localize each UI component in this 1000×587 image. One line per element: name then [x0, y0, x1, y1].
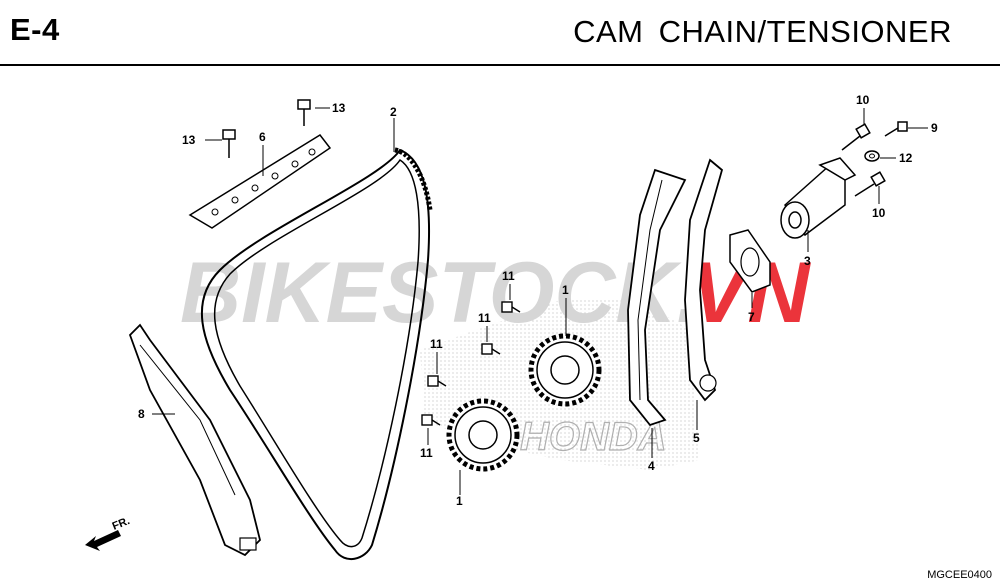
part-bolt-10a[interactable]	[841, 123, 871, 151]
part-bolt-11d[interactable]	[421, 414, 441, 426]
part-sprocket-lower[interactable]	[446, 398, 520, 472]
watermark-main: BIKESTOCK.	[180, 245, 700, 341]
callout-7: 7	[748, 310, 755, 324]
front-arrow-icon	[85, 530, 121, 551]
part-bolt-13b[interactable]	[297, 99, 311, 126]
diagram-section-code: E-4	[10, 12, 60, 47]
part-upper-guide-plate[interactable]	[188, 134, 332, 229]
callout-11a: 11	[502, 269, 515, 283]
diagram-reference-code: MGCEE0400	[927, 569, 992, 581]
part-tensioner-arm[interactable]	[128, 323, 261, 557]
part-bolt-11c[interactable]	[427, 375, 447, 387]
callout-13b: 13	[332, 101, 346, 115]
header-divider	[0, 64, 1000, 66]
leader-lines	[152, 107, 928, 495]
callout-10b: 10	[872, 206, 886, 220]
watermark-brand-ghost: HONDA	[520, 415, 667, 459]
callout-1b: 1	[456, 494, 463, 508]
part-chain-guide[interactable]	[627, 168, 687, 427]
part-bolt-11a[interactable]	[501, 301, 521, 313]
callout-11c: 11	[430, 337, 443, 351]
callout-9: 9	[931, 121, 938, 135]
part-bolt-10b[interactable]	[854, 171, 886, 197]
diagram-title: CAM CHAIN/TENSIONER	[573, 14, 952, 49]
part-sprocket-upper[interactable]	[528, 333, 602, 407]
part-washer[interactable]	[864, 150, 880, 162]
watermark: BIKESTOCK. VN HONDA	[180, 245, 811, 460]
callout-6: 6	[259, 130, 266, 144]
part-tensioner-lifter[interactable]	[780, 157, 857, 239]
callout-10a: 10	[856, 93, 870, 107]
part-bolt-13a[interactable]	[222, 129, 236, 158]
part-cam-chain[interactable]	[200, 147, 433, 560]
part-guide-5[interactable]	[684, 158, 724, 402]
callout-2: 2	[390, 105, 397, 119]
callout-11d: 11	[420, 446, 433, 460]
part-bolt-11b[interactable]	[481, 343, 501, 355]
front-label: FR.	[111, 515, 132, 533]
callout-11b: 11	[478, 311, 491, 325]
part-gasket[interactable]	[729, 229, 771, 293]
callouts: 13 13 6 2 8 11 11 11 11 1 1 4 5 7 3 10 1…	[138, 93, 938, 508]
callout-12: 12	[899, 151, 913, 165]
callout-4: 4	[648, 459, 655, 473]
front-direction-indicator: FR.	[85, 515, 132, 551]
callout-3: 3	[804, 254, 811, 268]
part-bolt-9[interactable]	[884, 121, 908, 137]
callout-8: 8	[138, 407, 145, 421]
callout-5: 5	[693, 431, 700, 445]
callout-13a: 13	[182, 133, 196, 147]
callout-1a: 1	[562, 283, 569, 297]
